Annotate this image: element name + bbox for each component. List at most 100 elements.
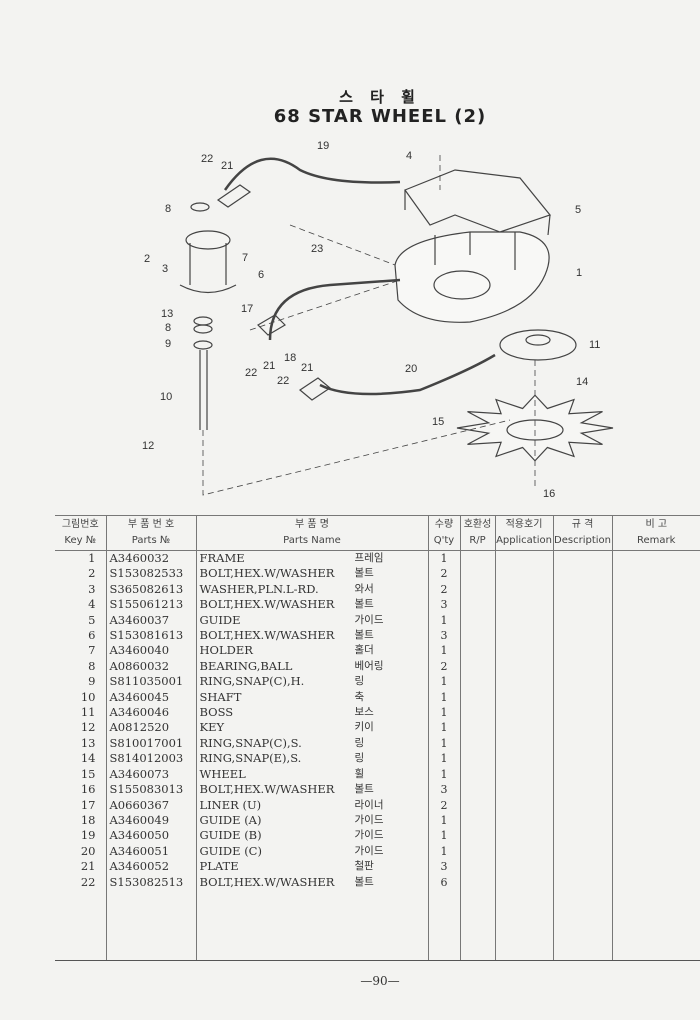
parts-name: WASHER,PLN.L-RD. (199, 581, 319, 596)
parts-name-ko: 가이드 (354, 613, 384, 626)
qty: 1 (427, 843, 460, 860)
remark (611, 658, 700, 675)
parts-no: A0860032 (105, 658, 196, 675)
description (552, 720, 612, 736)
callout-label: 21 (301, 362, 313, 374)
rp (459, 735, 495, 752)
description (552, 581, 612, 598)
parts-name: GUIDE (199, 612, 241, 627)
guide-cover-part (404, 169, 552, 233)
header-ko: 호환성 (463, 519, 492, 530)
remark (611, 751, 700, 767)
rp (459, 689, 495, 706)
parts-name-ko: 볼트 (354, 783, 374, 796)
parts-no: S814012003 (105, 751, 196, 767)
remark (611, 782, 700, 798)
table-row: 9 S811035001 RING,SNAP(C),H.링 1 (55, 674, 700, 690)
callout-label: 21 (221, 160, 233, 172)
application (494, 766, 553, 783)
description (552, 628, 612, 644)
application (494, 735, 553, 752)
parts-no: A3460050 (105, 828, 196, 844)
header-en: Description (554, 535, 611, 546)
description (552, 874, 612, 890)
application (494, 628, 553, 644)
qty: 1 (427, 766, 460, 783)
callout-label: 22 (277, 375, 289, 387)
rp (459, 612, 495, 629)
qty: 6 (427, 874, 460, 890)
key-no: 18 (80, 812, 96, 827)
key-no: 1 (88, 551, 96, 565)
application (494, 581, 553, 598)
header-en: Remark (637, 535, 676, 546)
key-no: 7 (88, 643, 96, 658)
description (552, 705, 612, 721)
diagram-drawing (179, 155, 614, 496)
qty: 2 (427, 797, 460, 813)
remark (611, 689, 700, 706)
qty: 1 (427, 735, 460, 752)
application (494, 797, 553, 813)
parts-no: S155061213 (105, 597, 196, 613)
key-no: 19 (80, 828, 96, 843)
qty: 2 (427, 581, 460, 598)
description (552, 782, 612, 798)
remark (611, 843, 700, 860)
parts-name: RING,SNAP(E),S. (199, 751, 302, 766)
rp (459, 550, 495, 567)
shaft-part (199, 350, 208, 430)
parts-no: A3460037 (105, 612, 196, 629)
key-no: 5 (88, 612, 96, 627)
application (494, 859, 553, 875)
parts-name: GUIDE (A) (199, 812, 262, 827)
rp (459, 720, 495, 736)
description (552, 566, 612, 582)
qty: 1 (427, 705, 460, 721)
description (552, 612, 612, 629)
key-no: 9 (88, 674, 96, 689)
parts-name-ko: 링 (354, 675, 365, 688)
callout-label: 23 (311, 243, 323, 255)
table-row: 3 S365082613 WASHER,PLN.L-RD.와서 2 (55, 581, 700, 598)
parts-no: S810017001 (105, 735, 196, 752)
qty: 1 (427, 812, 460, 829)
parts-name-cell: GUIDE 가이드 (195, 612, 428, 629)
rp (459, 643, 495, 659)
rp (459, 658, 495, 675)
key-no: 12 (80, 720, 96, 735)
guide-c-part (319, 353, 496, 396)
rp (459, 812, 495, 829)
parts-name-ko: 가이드 (354, 844, 384, 857)
header-ko: 적용호기 (505, 519, 543, 530)
parts-name-ko: 볼트 (354, 598, 374, 611)
parts-no: A3460049 (105, 812, 196, 829)
callout-label: 19 (317, 140, 329, 152)
remark (611, 797, 700, 813)
header-en: Key № (64, 535, 97, 546)
guide-b-part (223, 157, 401, 191)
rp (459, 782, 495, 798)
remark (611, 581, 700, 598)
application (494, 751, 553, 767)
rp (459, 597, 495, 613)
application (494, 874, 553, 890)
parts-no: A3460046 (105, 705, 196, 721)
parts-name-ko: 축 (354, 690, 365, 703)
key-no: 21 (80, 859, 96, 874)
callout-label: 17 (241, 303, 253, 315)
callout-label: 8 (165, 322, 171, 334)
callout-label: 8 (165, 203, 171, 215)
parts-name-cell: RING,SNAP(E),S.링 (195, 751, 428, 767)
